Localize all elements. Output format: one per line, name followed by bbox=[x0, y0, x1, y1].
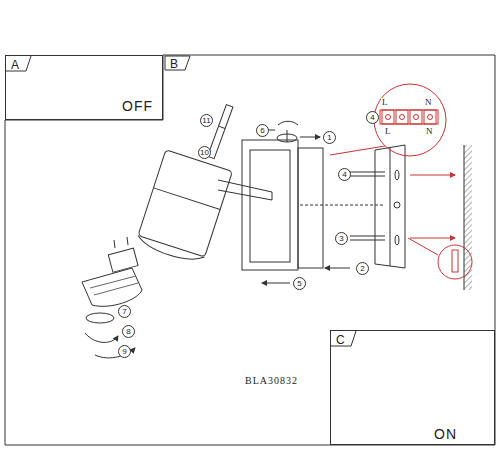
callout-number: 10 bbox=[198, 146, 211, 159]
callout-number: 4 bbox=[338, 168, 351, 181]
switch-state: ON bbox=[434, 427, 457, 441]
panel-tab: B bbox=[165, 56, 187, 70]
callout-number: 5 bbox=[293, 277, 306, 290]
callout-number: 11 bbox=[200, 114, 213, 127]
panel-letter: B bbox=[170, 58, 178, 70]
callout-number: 8 bbox=[122, 325, 135, 338]
model-number: BLA30832 bbox=[245, 376, 298, 386]
terminal-screw bbox=[414, 115, 419, 120]
terminal-label: N bbox=[425, 127, 434, 136]
callout-number: 6 bbox=[256, 124, 269, 137]
panel-letter: C bbox=[336, 334, 345, 346]
terminal-screw bbox=[400, 115, 405, 120]
terminal-cell bbox=[424, 110, 436, 124]
terminal-cell bbox=[396, 110, 408, 124]
callout-number: 9 bbox=[118, 345, 131, 358]
panel-letter: A bbox=[11, 59, 19, 71]
terminal-cell bbox=[382, 110, 394, 124]
switch-state: OFF bbox=[122, 99, 153, 113]
terminal-cell bbox=[410, 110, 422, 124]
detail-panel: A OFF bbox=[5, 55, 163, 120]
callout-number: 3 bbox=[335, 232, 348, 245]
terminal-screw bbox=[428, 115, 433, 120]
detail-panel: C ON bbox=[330, 330, 495, 445]
terminal-screw bbox=[386, 115, 391, 120]
callout-number: 1 bbox=[323, 131, 336, 144]
callout-number: 4 bbox=[366, 111, 379, 124]
terminal-label: L bbox=[384, 127, 392, 136]
callout-number: 2 bbox=[356, 262, 369, 275]
callout-number: 7 bbox=[118, 305, 131, 318]
terminal-label: N bbox=[424, 98, 433, 107]
terminal-label: L bbox=[381, 98, 389, 107]
